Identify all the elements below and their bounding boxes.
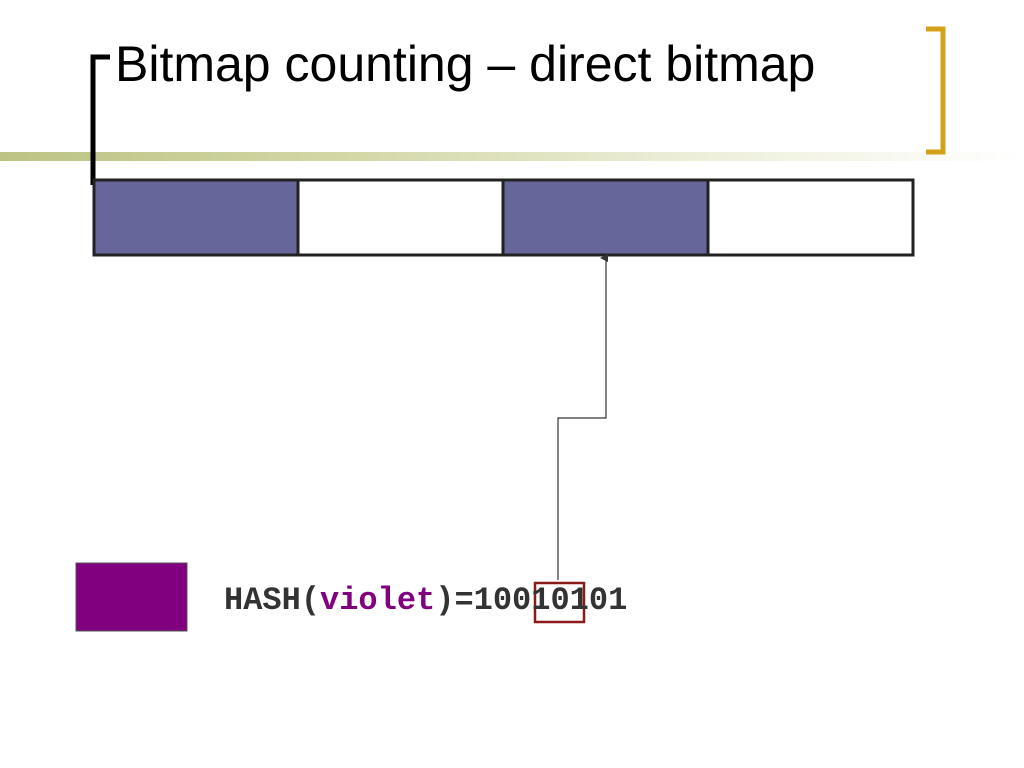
bits-highlight-box: [533, 581, 586, 624]
hash-argument: violet: [320, 582, 436, 619]
hash-bits-highlighted: 10: [473, 582, 513, 619]
bitmap-cell-1: [296, 178, 505, 257]
slide-title: Bitmap counting – direct bitmap: [115, 36, 816, 92]
hash-expression: HASH(violet)=10010101: [224, 583, 627, 619]
violet-swatch: [75, 562, 188, 632]
connector-arrow: [557, 254, 608, 580]
hash-function: HASH(: [224, 582, 321, 619]
bitmap-cell-2: [501, 178, 710, 257]
title-accent-band: [0, 152, 1024, 161]
title-left-bracket: [90, 54, 110, 185]
title-right-bracket: [926, 26, 946, 155]
bitmap-cell-0: [92, 178, 300, 257]
hash-equals: )=: [435, 582, 474, 619]
hash-bits-rest: 010101: [512, 582, 628, 619]
bitmap-cell-3: [706, 178, 915, 257]
